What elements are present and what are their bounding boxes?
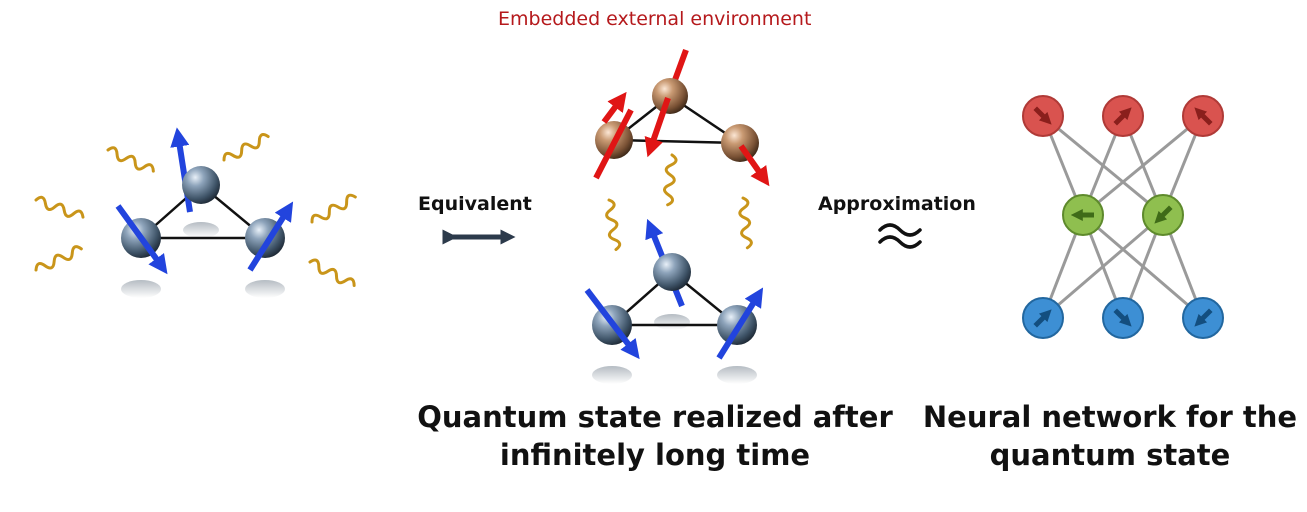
spin-arrow-icon [1033, 309, 1052, 328]
approx-symbol-icon [878, 223, 922, 237]
caption-line: Quantum state realized after [417, 400, 893, 434]
network-edge [1082, 114, 1204, 217]
atom-shadow [654, 314, 690, 330]
triangle-bonds [611, 270, 741, 327]
atom-shadow [717, 366, 757, 384]
spin-arrow-icon [1113, 308, 1132, 327]
spin-arrow [115, 204, 168, 275]
caption-line: Neural network for the [922, 400, 1298, 434]
network-node-top [1182, 95, 1224, 137]
atom-shadow [183, 222, 219, 238]
network-node-hidden [1142, 194, 1184, 236]
atom [653, 253, 691, 291]
caption-line: quantum state [989, 438, 1231, 472]
network-nodes [1022, 95, 1224, 339]
spin-arrow-icon [1113, 107, 1132, 126]
env-spin-arrow [644, 97, 671, 158]
atom-shadow [245, 280, 285, 298]
atom-shadow [121, 280, 161, 298]
triangle-bonds [140, 183, 269, 240]
environment-bonds [613, 94, 745, 145]
equivalent-label: Equivalent [418, 193, 532, 215]
environment-atom [721, 124, 759, 162]
spin-arrow [716, 287, 764, 360]
spin-arrow-icon [1194, 107, 1213, 126]
env-spin-arrow [738, 144, 770, 187]
spin-arrow [584, 288, 640, 360]
env-spin-arrow [601, 91, 627, 124]
network-node-top [1022, 95, 1064, 137]
network-node-bottom [1022, 297, 1064, 339]
coupling-waves [603, 153, 754, 252]
spin-arrow-icon [1033, 106, 1052, 125]
network-edge [1042, 213, 1164, 320]
embedded-system-figure [584, 48, 770, 384]
approximation-label: Approximation [818, 193, 976, 215]
spin-arrow-icon [1194, 308, 1213, 327]
caption-quantum-state: Quantum state realized after infinitely … [405, 398, 905, 474]
spin-arrow-icon [1154, 205, 1173, 224]
network-node-hidden [1062, 194, 1104, 236]
network-node-bottom [1182, 297, 1224, 339]
network-node-top [1102, 95, 1144, 137]
spin-arrow [170, 127, 193, 213]
environment-waves-left [32, 131, 360, 291]
open-system-figure [32, 127, 360, 298]
env-spin-arrow [593, 108, 634, 180]
spin-arrow [247, 201, 294, 272]
environment-atom [652, 78, 688, 114]
atom-shadow [592, 366, 632, 384]
environment-label: Embedded external environment [498, 8, 812, 30]
network-node-bottom [1102, 297, 1144, 339]
caption-neural-network: Neural network for the quantum state [910, 398, 1307, 474]
caption-line: infinitely long time [499, 438, 811, 472]
atom [182, 166, 220, 204]
approx-symbol-icon [878, 235, 922, 249]
